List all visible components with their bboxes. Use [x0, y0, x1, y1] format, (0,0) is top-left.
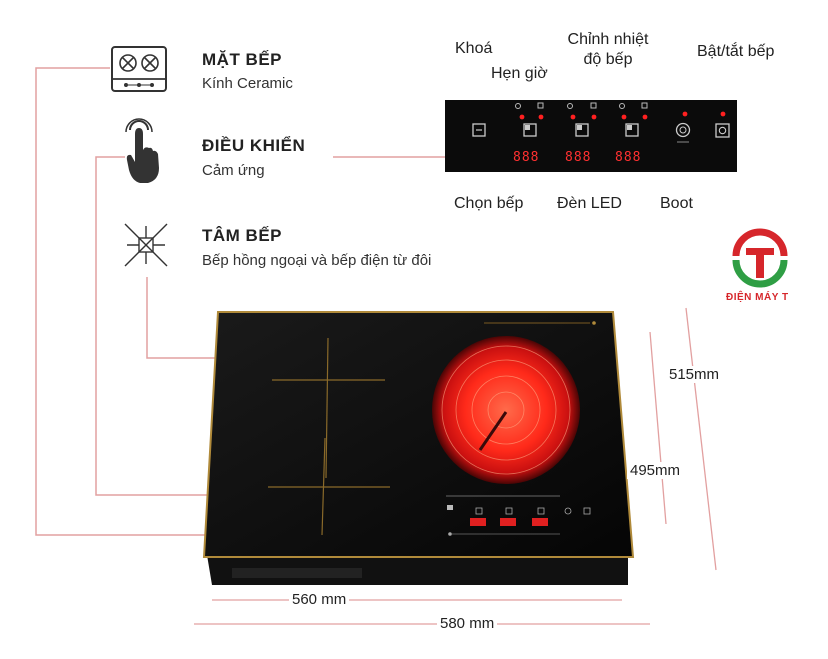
dimension-depth-outer: 515mm — [666, 366, 723, 383]
cooktop-icon — [110, 45, 168, 93]
label-select-zone: Chọn bếp — [454, 195, 524, 212]
led-display-1: 888 — [513, 150, 540, 165]
feature-title-burner: TÂM BẾP — [202, 226, 282, 245]
feature-subtitle-surface: Kính Ceramic — [202, 75, 293, 92]
touch-hand-icon — [124, 118, 164, 186]
dimension-width-inner: 560 mm — [289, 591, 350, 608]
label-led: Đèn LED — [557, 195, 622, 212]
control-panel: 888 888 888 — [445, 100, 737, 172]
led-display-3: 888 — [615, 150, 642, 165]
feature-subtitle-burner: Bếp hồng ngoại và bếp điện từ đôi — [202, 252, 432, 269]
brand-logo: ĐIỆN MÁY T — [726, 228, 792, 308]
feature-subtitle-control: Cảm ứng — [202, 162, 265, 179]
label-temperature-line2: độ bếp — [583, 51, 633, 68]
label-temperature-line1: Chỉnh nhiệt — [567, 31, 649, 48]
feature-title-surface: MẶT BẾP — [202, 50, 282, 69]
dimension-width-outer: 580 mm — [437, 615, 498, 632]
label-power: Bật/tắt bếp — [697, 43, 775, 60]
dimension-depth-inner: 495mm — [627, 462, 684, 479]
led-display-2: 888 — [565, 150, 592, 165]
burner-center-icon — [123, 222, 169, 268]
brand-name: ĐIỆN MÁY T — [726, 292, 789, 303]
label-timer: Hẹn giờ — [491, 65, 548, 82]
label-lock: Khoá — [455, 40, 493, 57]
feature-title-control: ĐIỀU KHIỂN — [202, 136, 306, 155]
label-temperature: Chỉnh nhiệt độ bếp — [556, 30, 660, 70]
label-boost: Boot — [660, 195, 693, 212]
